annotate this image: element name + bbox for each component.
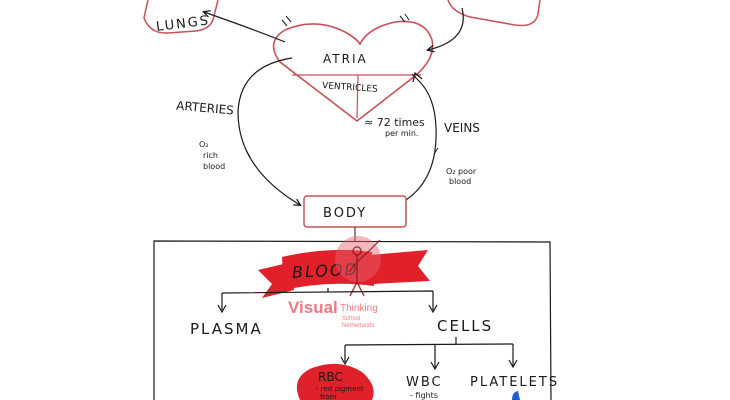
watermark: Visual Thinking School Netherlands: [288, 236, 381, 329]
lungs-label: LUNGS: [155, 13, 211, 34]
wbc-label: WBC: [406, 375, 443, 390]
watermark-brand-visual: Visual: [288, 298, 338, 317]
veins-label: VEINS: [444, 121, 480, 135]
vein-path: [405, 73, 437, 201]
o2-poor-line2: blood: [449, 177, 471, 186]
wbc-arrowhead: [430, 361, 440, 371]
arrow-heart-to-lungs: [204, 12, 286, 43]
blood-banner: BLOOD: [258, 249, 430, 298]
vein-arrowhead: [412, 71, 423, 83]
rbc-note2: from: [320, 393, 336, 400]
plasma-arrowhead: [217, 304, 227, 314]
ventricles-label: VENTRICLES: [322, 81, 379, 95]
heart-outline: [272, 20, 434, 123]
watermark-figure: [348, 239, 381, 297]
heart-motion-marks-left: [281, 15, 292, 27]
watermark-brand-thinking: Thinking: [340, 303, 378, 314]
rbc-cell-shape: [296, 363, 374, 400]
blood-label: BLOOD: [291, 260, 359, 282]
heart-rate-line1: ≈ 72 times: [364, 116, 425, 129]
heart-motion-marks-right: [399, 13, 410, 23]
o2-rich-line2: rich: [203, 151, 218, 160]
left-lung-shape: [143, 0, 219, 34]
watermark-line2: School: [342, 316, 360, 322]
arrow-lungs-to-heart: [428, 7, 464, 50]
heart-rate-line2: per min.: [385, 129, 418, 138]
heart: ATRIA VENTRICLES: [272, 13, 434, 123]
heart-septum: [356, 74, 359, 119]
wbc-note: - fights: [410, 391, 438, 400]
blood-branch-line: [221, 288, 434, 310]
o2-rich-line3: blood: [203, 162, 225, 171]
vein-tick: [433, 147, 439, 155]
blood-banner-main: [282, 249, 374, 290]
platelets-arrowhead: [508, 359, 518, 369]
watermark-badge: [335, 236, 381, 282]
cells-branch-line: [344, 337, 514, 368]
rbc-arrowhead: [340, 356, 350, 366]
plasma-label: PLASMA: [190, 320, 263, 338]
platelets-label: PLATELETS: [470, 375, 559, 390]
cells-label: CELLS: [437, 317, 493, 335]
right-lung-shape: [447, 0, 541, 27]
atria-label: ATRIA: [323, 52, 368, 66]
o2-poor-line1: O₂ poor: [446, 167, 477, 176]
cells-arrowhead: [428, 304, 438, 314]
rbc-label: RBC: [318, 370, 343, 384]
rbc-note1: - red pigment: [316, 385, 364, 393]
watermark-line3: Netherlands: [342, 323, 374, 329]
artery-path: [237, 57, 300, 205]
artery-tick: [245, 149, 251, 158]
blood-frame: [153, 240, 552, 400]
blood-banner-tail-right: [370, 250, 430, 284]
platelet-shape: [512, 391, 520, 400]
arteries-label: ARTERIES: [176, 99, 235, 118]
o2-rich-line1: O₂: [199, 140, 209, 149]
body-label: BODY: [323, 206, 367, 221]
